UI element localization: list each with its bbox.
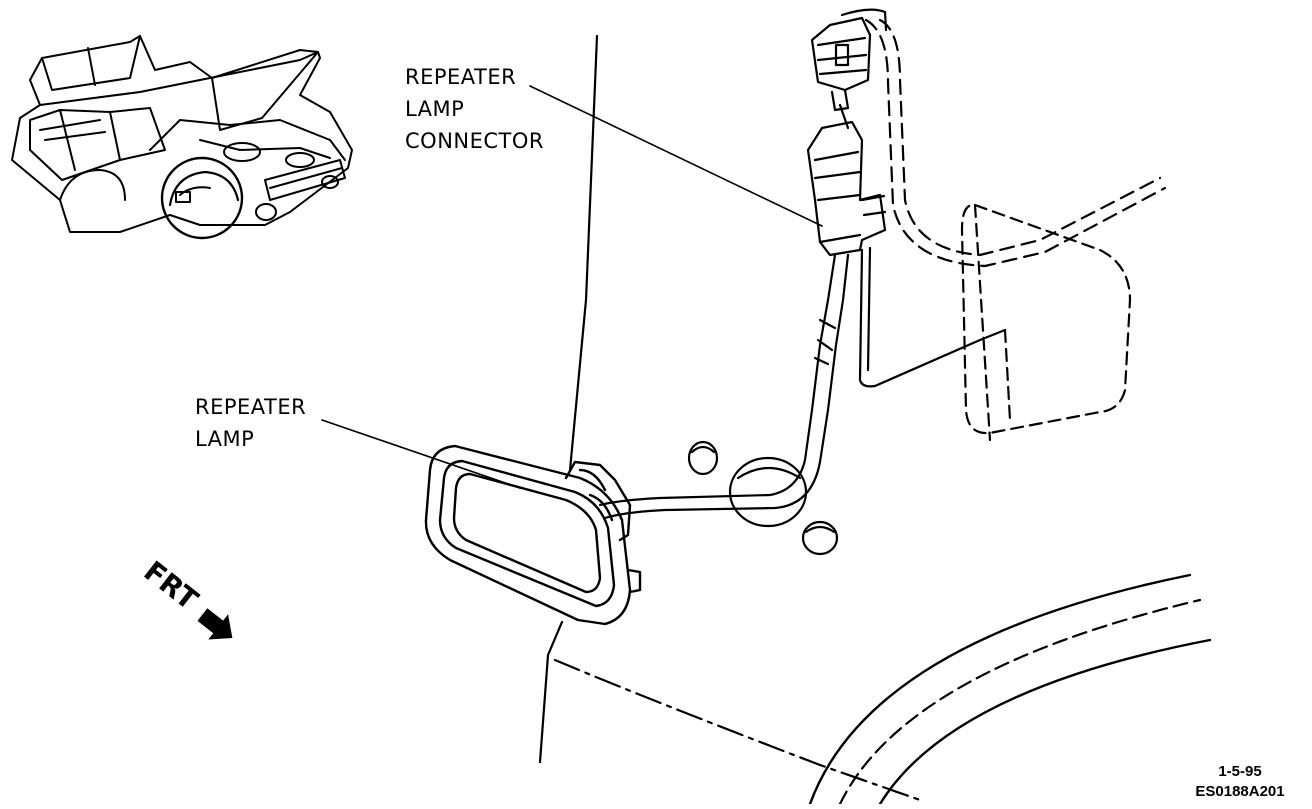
footer-date: 1-5-95: [1218, 763, 1261, 780]
front-direction-marker: FRT: [138, 555, 233, 640]
connector-label-line-1: REPEATER: [405, 65, 516, 89]
grommet-holes: [687, 440, 839, 556]
hidden-harness: [864, 18, 1167, 268]
lamp-label-line-1: REPEATER: [195, 395, 306, 419]
lamp-label-line-2: LAMP: [195, 427, 254, 451]
connector-callout: REPEATER LAMP CONNECTOR: [405, 65, 544, 153]
footer-figure-code: ES0188A201: [1195, 783, 1284, 800]
connector-label-line-2: LAMP: [405, 97, 464, 121]
front-arrow-icon: [197, 608, 233, 640]
vehicle-overview-inset: [11, 35, 353, 240]
dashed-bracket: [960, 203, 1132, 442]
frt-label: FRT: [138, 555, 204, 617]
connector-leader-line: [529, 85, 823, 227]
panel-edge-line: [568, 34, 599, 472]
upper-connector: [810, 8, 888, 112]
lamp-leader-line: [321, 419, 521, 489]
repeater-lamp-connector: [806, 103, 887, 257]
fender-outline: [538, 573, 1212, 806]
lamp-callout: REPEATER LAMP: [195, 395, 306, 451]
lamp-wire: [598, 246, 1007, 520]
connector-label-line-3: CONNECTOR: [405, 129, 544, 153]
repeater-lamp: [424, 444, 642, 626]
